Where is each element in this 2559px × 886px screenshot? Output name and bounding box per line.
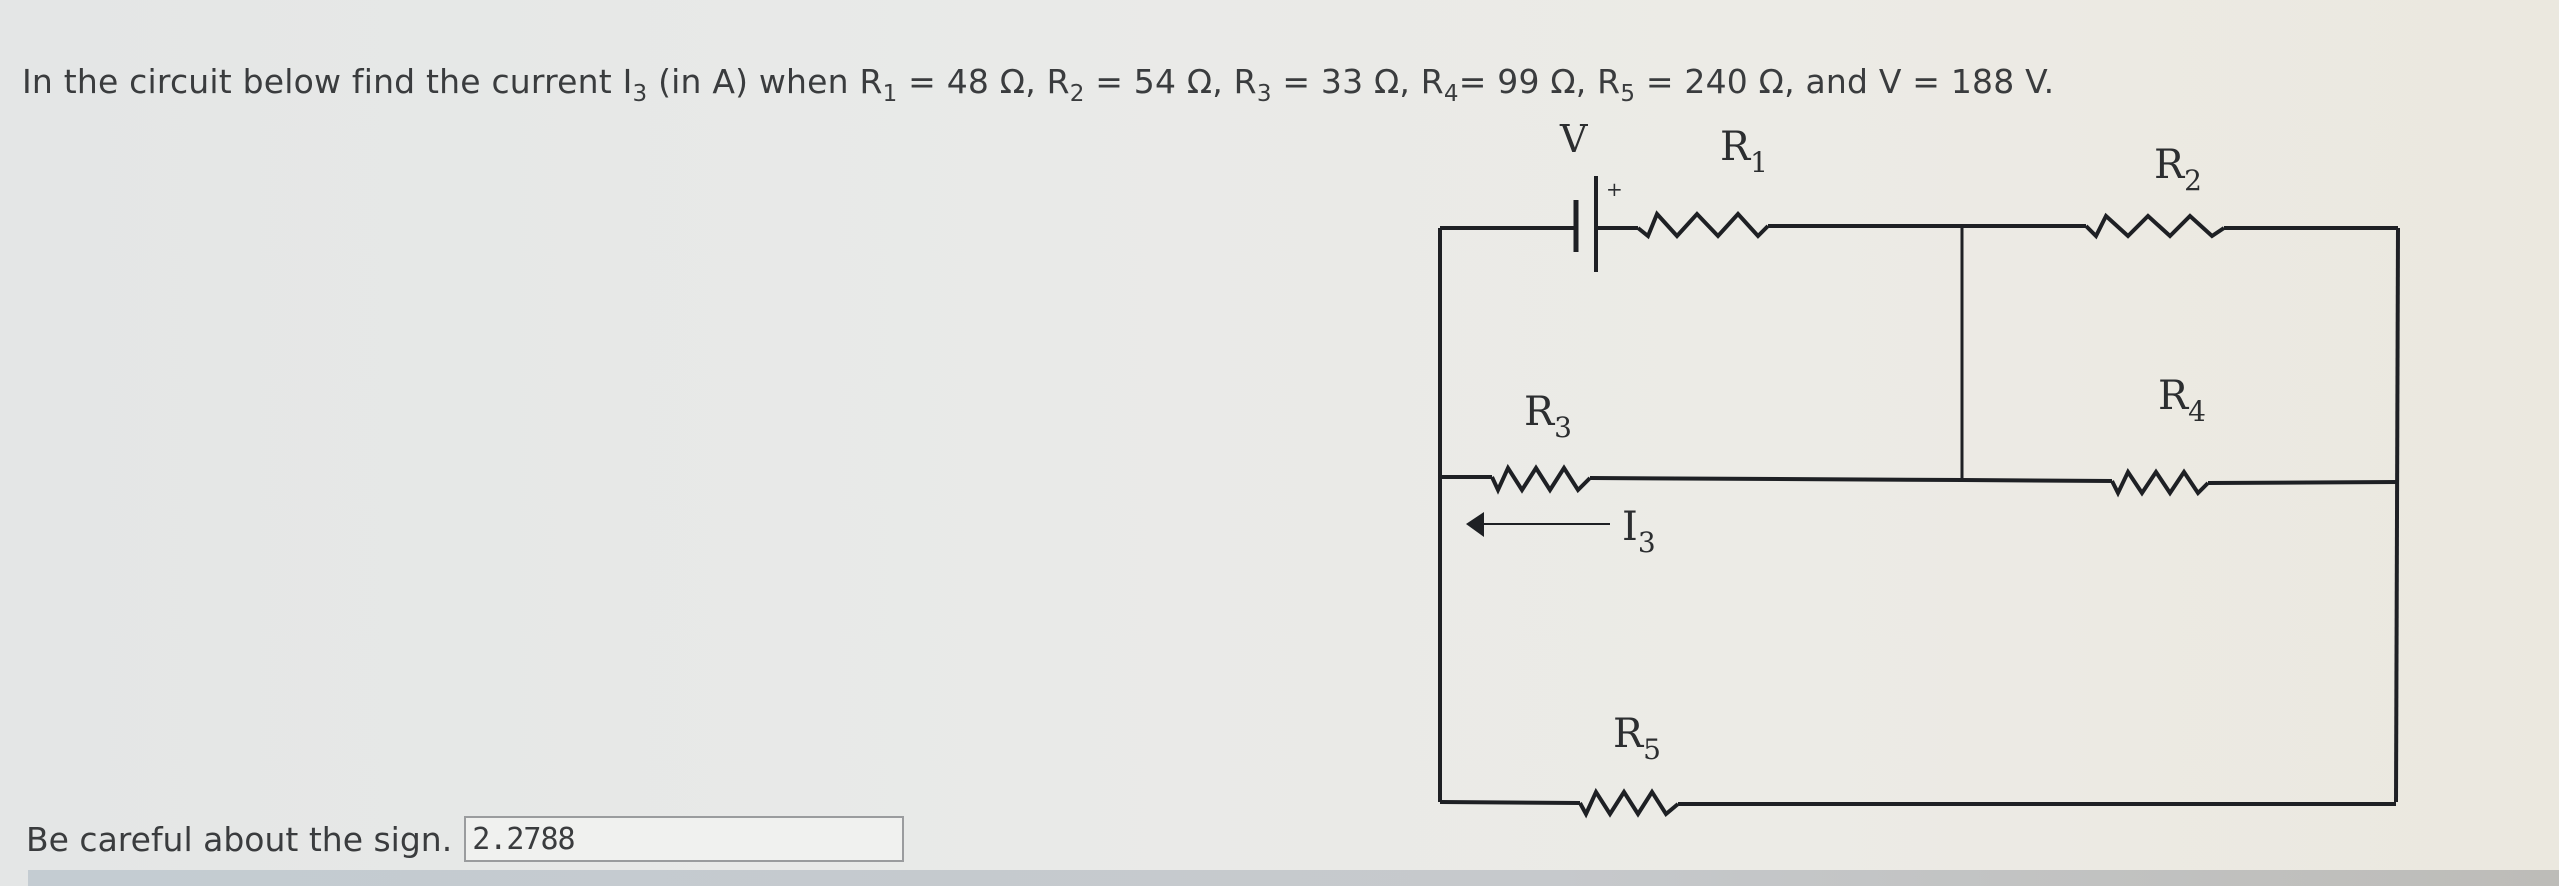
label-r5: R5 <box>1613 711 1661 766</box>
wire-right <box>2394 227 2400 803</box>
param-r2-sub: 2 <box>1069 81 1085 107</box>
answer-row: Be careful about the sign. <box>26 816 905 862</box>
param-r1-symbol: R <box>859 62 883 101</box>
resistor-r1 <box>1636 210 1770 240</box>
wire-r4-right <box>2207 480 2399 485</box>
wire-left-r5 <box>1439 800 1581 805</box>
param-r5-sub: 5 <box>1620 81 1636 107</box>
unit-text: (in A) when <box>647 62 860 101</box>
resistor-r3 <box>1490 463 1592 495</box>
label-plus: + <box>1606 177 1623 201</box>
answer-input[interactable] <box>464 816 905 862</box>
param-r4-sub: 4 <box>1443 81 1459 107</box>
current-arrow-head-icon <box>1466 512 1484 537</box>
param-r2-value: = 54 Ω, <box>1084 62 1234 101</box>
param-r3-value: = 33 Ω, <box>1271 62 1421 101</box>
label-r1: R1 <box>1720 124 1768 179</box>
param-r4-value: = 99 Ω, <box>1458 62 1598 101</box>
bottom-toolbar <box>28 870 2559 886</box>
question-text: In the circuit below find the current I3… <box>22 62 2055 106</box>
wire-node-r4 <box>1961 478 2113 483</box>
resistor-r2 <box>2084 212 2226 240</box>
label-i3: I3 <box>1622 504 1656 559</box>
label-r3: R3 <box>1524 389 1572 444</box>
current-subscript: 3 <box>632 81 648 107</box>
param-r2-symbol: R <box>1046 62 1070 101</box>
param-r4-symbol: R <box>1420 62 1444 101</box>
param-r3-sub: 3 <box>1256 81 1272 107</box>
param-r1-value: = 48 Ω, <box>897 62 1047 101</box>
question-prefix: In the circuit below find the current <box>22 62 623 101</box>
param-r1-sub: 1 <box>882 81 898 107</box>
current-symbol: I <box>622 62 633 101</box>
resistor-r5 <box>1578 787 1680 819</box>
param-r5-symbol: R <box>1597 62 1621 101</box>
label-r2: R2 <box>2154 142 2202 197</box>
param-r5-value: = 240 Ω, and V = 188 V. <box>1635 62 2055 101</box>
answer-label: Be careful about the sign. <box>26 819 453 859</box>
resistor-r4 <box>2110 467 2210 498</box>
wire-r3-node <box>1589 476 1963 482</box>
param-r3-symbol: R <box>1233 62 1257 101</box>
label-r4: R4 <box>2158 373 2206 428</box>
label-v: V <box>1559 117 1588 161</box>
